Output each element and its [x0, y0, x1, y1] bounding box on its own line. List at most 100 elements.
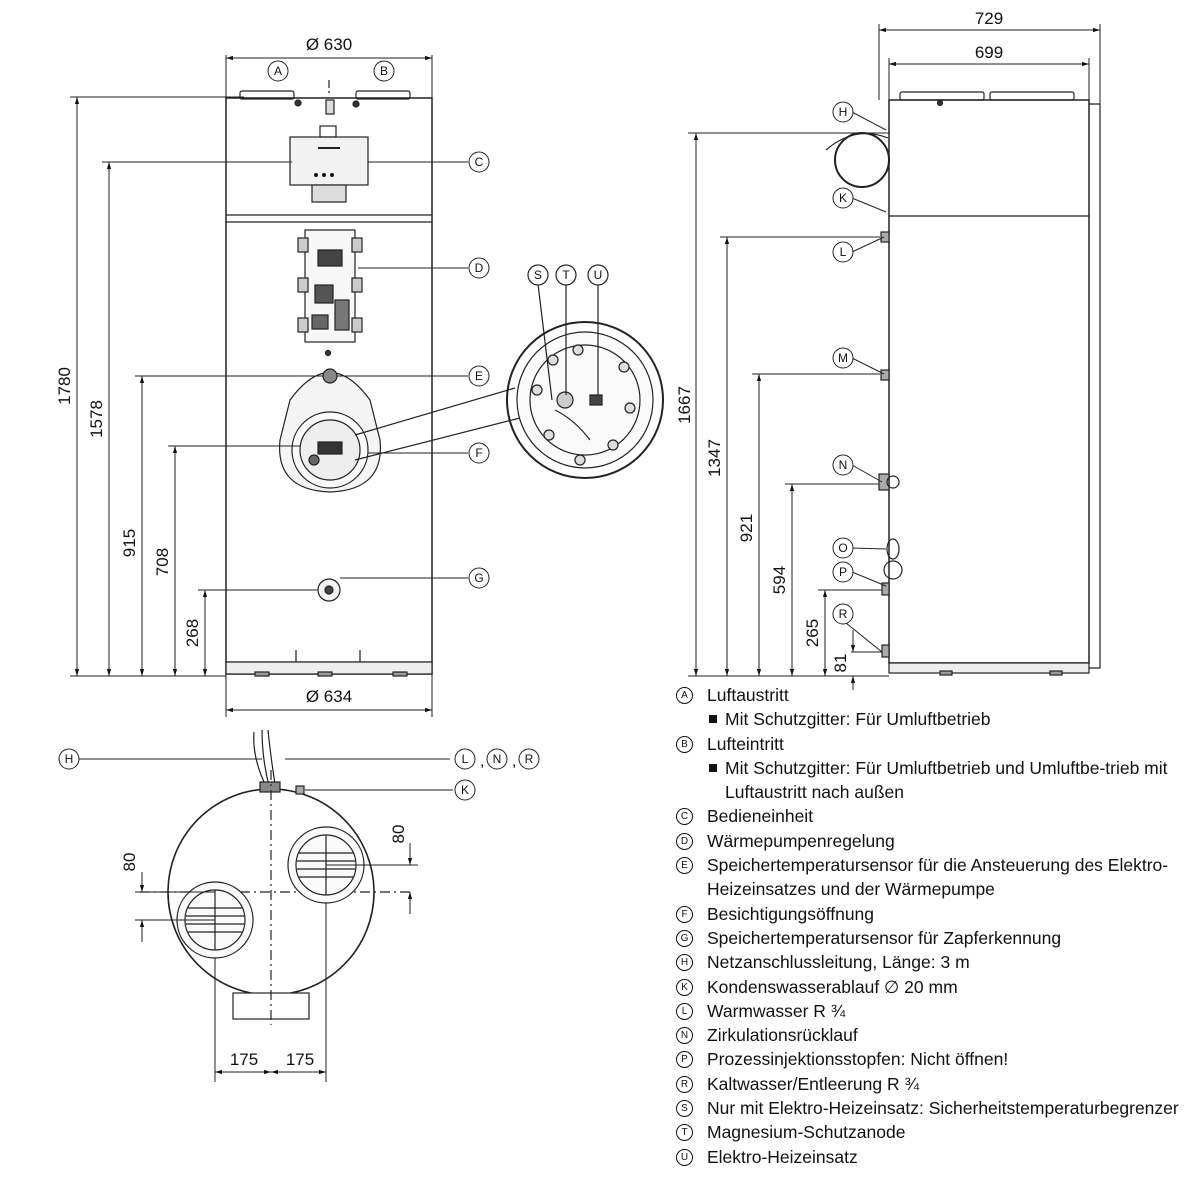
legend-mark-f: F: [676, 905, 693, 923]
dim-plan-80-right: 80: [389, 825, 408, 844]
legend-text-c: Bedieneinheit: [707, 806, 814, 827]
plan-view: [140, 729, 410, 1025]
side-view: [825, 91, 1101, 676]
callout-n-side: N: [839, 458, 848, 472]
callout-h-plan: H: [65, 752, 74, 766]
front-callout-letters: A B C D E F G: [274, 64, 484, 585]
dim-729: 729: [975, 9, 1003, 28]
plan-callout-comma-2: ,: [512, 753, 516, 770]
legend-item-u: U Elektro-Heizeinsatz: [676, 1145, 1196, 1169]
air-outlet-top: [239, 90, 295, 100]
callout-o: O: [838, 541, 847, 555]
dim-921: 921: [737, 514, 756, 542]
legend-mark-c: C: [676, 808, 693, 826]
callout-l-plan: L: [462, 752, 469, 766]
dim-708: 708: [153, 548, 172, 576]
dim-plan-80-left: 80: [120, 853, 139, 872]
legend-text-l: Warmwasser R ¾: [707, 1000, 846, 1021]
legend-mark-g: G: [676, 929, 693, 947]
callout-e: E: [475, 369, 483, 383]
callout-n-plan: N: [493, 752, 502, 766]
callout-b: B: [380, 64, 388, 78]
legend-text-h: Netzanschlussleitung, Länge: 3 m: [707, 952, 970, 973]
callout-r-side: R: [839, 607, 848, 621]
dim-594: 594: [770, 566, 789, 594]
callout-g: G: [474, 571, 483, 585]
plan-callouts: [58, 748, 540, 801]
legend-item-e: E Speichertemperatursensor für die Ansteu…: [676, 853, 1196, 902]
legend-mark-k: K: [676, 978, 693, 996]
air-inlet-top: [355, 90, 411, 100]
side-dimension-lines: [688, 24, 1101, 690]
dim-699: 699: [975, 43, 1003, 62]
dim-bottom-width: Ø 634: [306, 687, 352, 706]
legend-item-p: P Prozessinjektionsstopfen: Nicht öffnen!: [676, 1047, 1196, 1071]
legend-mark-u: U: [676, 1148, 693, 1166]
legend-mark-e: E: [676, 857, 693, 875]
legend-text-t: Magnesium-Schutzanode: [707, 1122, 906, 1143]
inspection-flange: [279, 349, 381, 493]
legend-sub-b: Mit Schutzgitter: Für Umluftbetrieb und …: [707, 756, 1196, 805]
callout-h-side: H: [839, 105, 848, 119]
legend-item-g: G Speichertemperatursensor für Zapferkenn…: [676, 926, 1196, 950]
legend-item-f: F Besichtigungsöffnung: [676, 902, 1196, 926]
side-callout-letters: H K L M N O P R: [838, 105, 848, 621]
legend-item-h: H Netzanschlussleitung, Länge: 3 m: [676, 950, 1196, 974]
plan-callout-letters: H L N R K , ,: [65, 752, 534, 797]
front-callouts: [267, 60, 490, 589]
dim-268: 268: [183, 619, 202, 647]
dim-plan-175-left: 175: [230, 1050, 258, 1069]
legend-mark-s: S: [676, 1100, 693, 1118]
inspection-detail-view: [354, 264, 664, 479]
legend-sub-a: Mit Schutzgitter: Für Umluftbetrieb: [707, 707, 1196, 731]
legend-text-a: Luftaustritt: [707, 685, 789, 705]
legend-mark-b: B: [676, 735, 693, 753]
legend-mark-p: P: [676, 1051, 693, 1069]
callout-d: D: [475, 261, 484, 275]
callout-a: A: [274, 64, 282, 78]
dim-top-width: Ø 630: [306, 35, 352, 54]
callout-u: U: [594, 268, 603, 282]
legend-item-n: N Zirkulationsrücklauf: [676, 1023, 1196, 1047]
dim-1667: 1667: [675, 386, 694, 424]
legend-item-s: S Nur mit Elektro-Heizeinsatz: Sicherheit…: [676, 1096, 1196, 1120]
front-view: [225, 80, 433, 677]
callout-r-plan: R: [525, 752, 534, 766]
legend-text-f: Besichtigungsöffnung: [707, 903, 875, 924]
legend-text-b: Lufteintritt: [707, 733, 784, 754]
side-body-outline: [888, 99, 1090, 664]
plan-dimension-lines: [135, 843, 418, 1082]
dim-plan-175-right: 175: [286, 1050, 314, 1069]
legend-item-l: L Warmwasser R ¾: [676, 999, 1196, 1023]
legend-mark-r: R: [676, 1075, 693, 1093]
legend-item-c: C Bedieneinheit: [676, 804, 1196, 828]
legend-mark-h: H: [676, 954, 693, 972]
legend-text-u: Elektro-Heizeinsatz: [707, 1146, 858, 1167]
legend-text-d: Wärmepumpenregelung: [707, 830, 895, 851]
dim-265: 265: [803, 619, 822, 647]
legend-text-g: Speichertemperatursensor für Zapferkennu…: [707, 927, 1062, 948]
callout-k-side: K: [839, 191, 847, 205]
dim-915: 915: [120, 529, 139, 557]
plan-callout-comma-1: ,: [480, 753, 484, 770]
dim-1347: 1347: [705, 439, 724, 477]
legend-text-p: Prozessinjektionsstopfen: Nicht öffnen!: [707, 1049, 1009, 1070]
front-dimension-texts: Ø 630 Ø 634 1780 1578 915 708 268: [55, 35, 352, 706]
legend-text-s: Nur mit Elektro-Heizeinsatz: Sicherheits…: [707, 1098, 1179, 1119]
legend-mark-a: A: [676, 687, 693, 704]
legend-mark-n: N: [676, 1027, 693, 1045]
legend-mark-l: L: [676, 1002, 693, 1020]
legend-mark-d: D: [676, 832, 693, 850]
heat-pump-controller: [297, 229, 363, 343]
callout-p: P: [839, 565, 847, 579]
front-dimension-lines: [70, 55, 433, 717]
detail-callout-letters: S T U: [534, 268, 602, 282]
legend-text-e: Speichertemperatursensor für die Ansteue…: [707, 855, 1169, 900]
legend-text-n: Zirkulationsrücklauf: [707, 1025, 858, 1046]
legend-text-k: Kondenswasserablauf ∅ 20 mm: [707, 976, 958, 997]
